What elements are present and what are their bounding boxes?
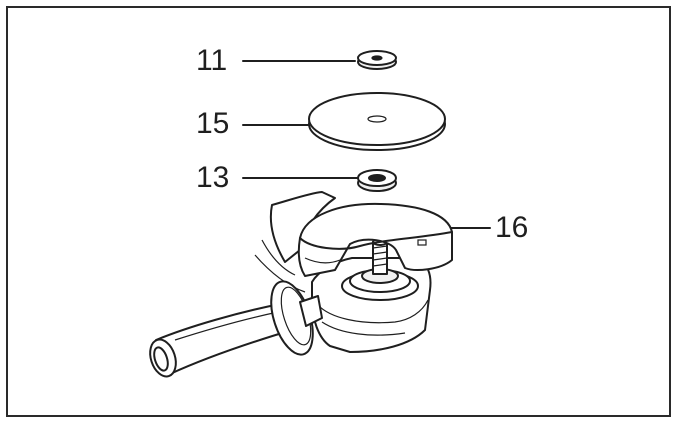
- figure-frame: [6, 6, 671, 417]
- callout-label-13: 13: [196, 161, 230, 194]
- leader-lines: [242, 60, 491, 229]
- callout-label-15: 15: [196, 107, 230, 140]
- wheel-disc-part-15: [308, 92, 446, 151]
- side-handle: [149, 280, 323, 378]
- callout-label-11: 11: [196, 44, 228, 77]
- callout-label-16: 16: [495, 211, 529, 244]
- inner-flange-part-13: [357, 169, 397, 192]
- lock-nut-part-11: [357, 50, 397, 70]
- grinder-body: [254, 191, 432, 353]
- wheel-guard-part-16: [297, 202, 453, 277]
